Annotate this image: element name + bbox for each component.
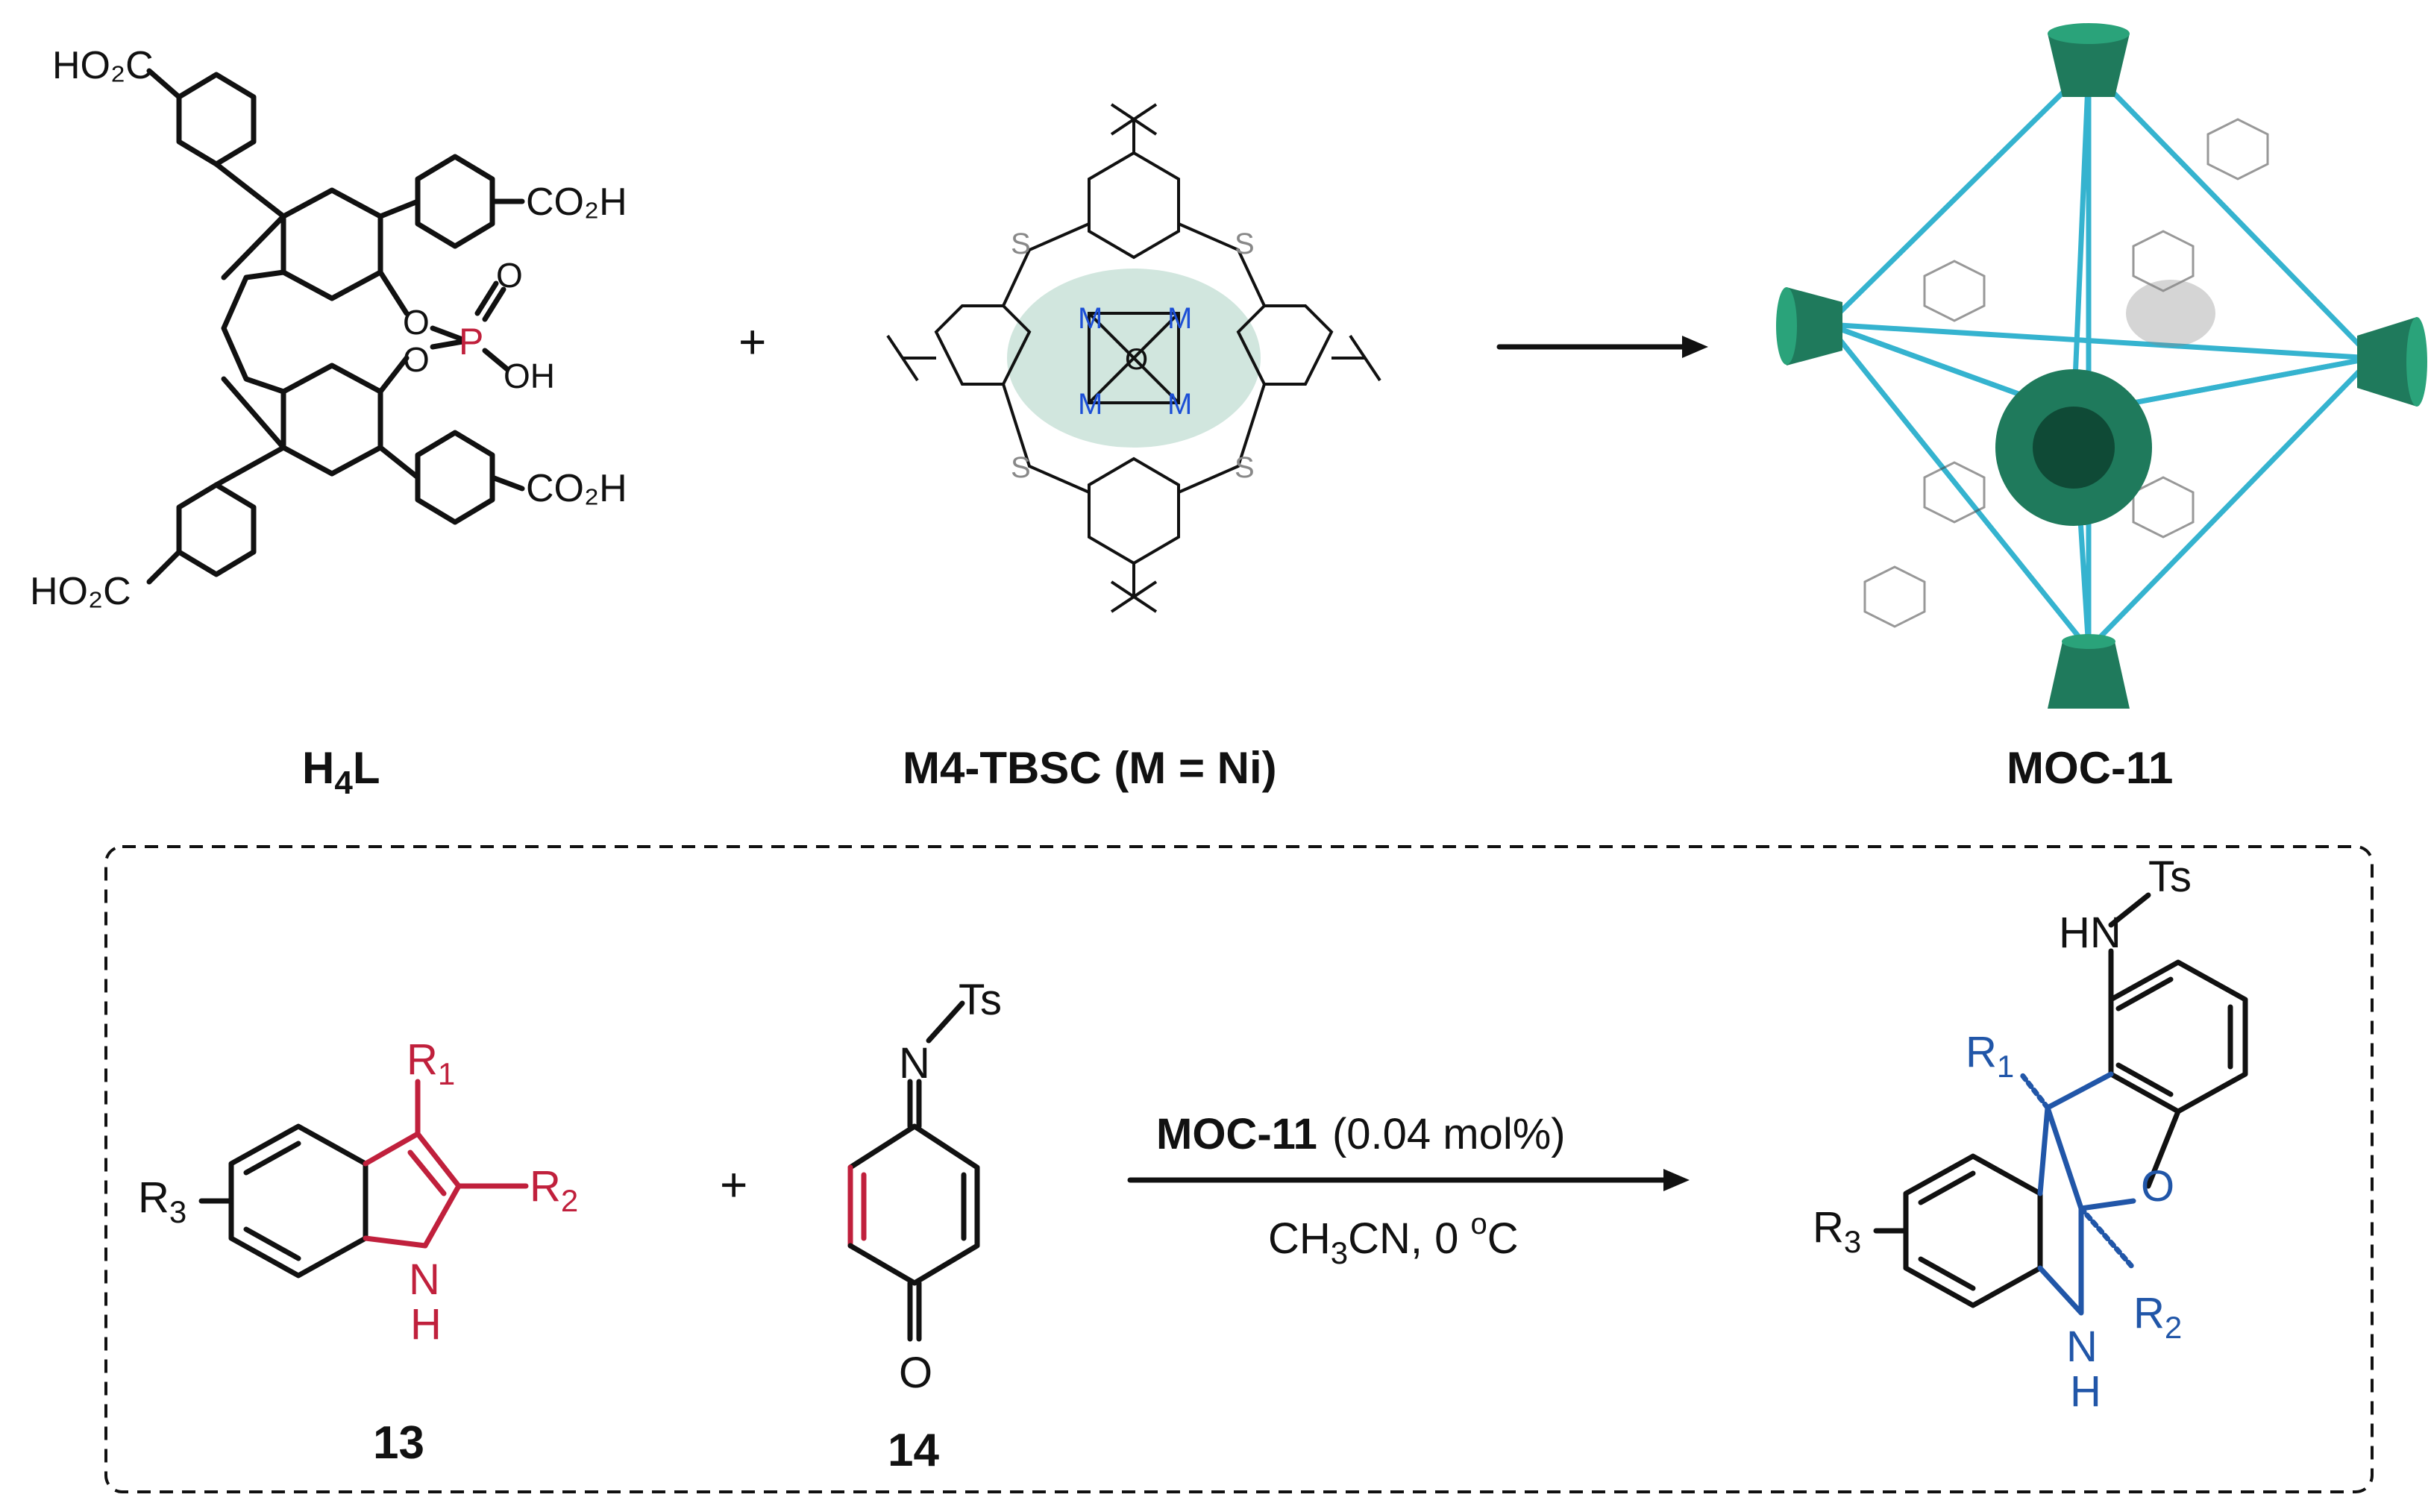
quinone-imine-structure <box>847 1000 980 1342</box>
ligand-co2h-top-left: HO₂C <box>52 44 154 87</box>
cage-structure <box>1776 23 2427 709</box>
product-structure <box>1873 892 2248 1316</box>
indole-compound-label: 13 <box>373 1417 424 1469</box>
cluster-sulfur-1: S <box>1011 228 1031 260</box>
reaction-panel-frame <box>104 845 2374 1493</box>
cluster-metal-4: M <box>1167 388 1192 421</box>
indole-h: H <box>410 1300 442 1349</box>
indole-structure <box>198 1079 529 1279</box>
cluster-sulfur-3: S <box>1011 451 1031 484</box>
quinone-ts: Ts <box>959 976 1002 1024</box>
plus-sign-top: + <box>738 315 766 368</box>
quinone-o: O <box>899 1349 932 1397</box>
ligand-structure: HO₂C CO₂H CO₂H HO₂C O O P O OH <box>30 44 627 613</box>
product-r1: R1 <box>1966 1028 2014 1084</box>
cluster-oxo: O <box>1125 343 1148 376</box>
product-o: O <box>2141 1162 2174 1211</box>
cluster-sulfur-4: S <box>1235 451 1255 484</box>
ligand-co2h-top-right: CO₂H <box>526 181 627 224</box>
plus-sign-bottom: + <box>720 1158 747 1211</box>
ligand-co2h-bottom-left: HO₂C <box>30 570 131 613</box>
quinone-compound-label: 14 <box>888 1425 939 1476</box>
cage-name: MOC-11 <box>2007 743 2173 793</box>
cluster-structure: M M M M O S S S S <box>886 103 1381 613</box>
ligand-phosphorus: P <box>459 321 483 363</box>
conditions-solvent: CH3CN, 0 oC <box>1268 1208 1519 1270</box>
indole-n: N <box>409 1255 440 1304</box>
top-arrow-head <box>1682 336 1708 358</box>
product-r2: R2 <box>2133 1289 2182 1345</box>
ligand-name: H4L <box>302 743 380 801</box>
product-hn: HN <box>2059 909 2121 957</box>
quinone-n: N <box>899 1039 930 1088</box>
indole-r3: R3 <box>138 1173 186 1229</box>
cluster-metal-2: M <box>1167 302 1192 335</box>
conditions-catalyst: MOC-11(0.04 mol%) <box>1156 1110 1566 1158</box>
ligand-o3: O <box>496 256 523 295</box>
ligand-o2: O <box>403 340 430 379</box>
cluster-name: M4-TBSC (M = Ni) <box>903 743 1277 793</box>
product-ts: Ts <box>2148 853 2192 901</box>
cluster-metal-1: M <box>1078 302 1102 335</box>
ligand-co2h-bottom-right: CO₂H <box>526 467 627 510</box>
bottom-arrow-head <box>1663 1169 1690 1191</box>
product-h: H <box>2070 1367 2101 1416</box>
indole-r1: R1 <box>407 1035 455 1091</box>
product-r3: R3 <box>1813 1203 1861 1259</box>
ligand-oh: OH <box>504 357 555 395</box>
cluster-sulfur-2: S <box>1235 228 1255 260</box>
svg-text:H4L: H4L <box>302 743 380 801</box>
ligand-o1: O <box>403 303 430 342</box>
product-n: N <box>2066 1323 2098 1371</box>
cluster-metal-3: M <box>1078 388 1102 421</box>
indole-r2: R2 <box>530 1162 578 1218</box>
